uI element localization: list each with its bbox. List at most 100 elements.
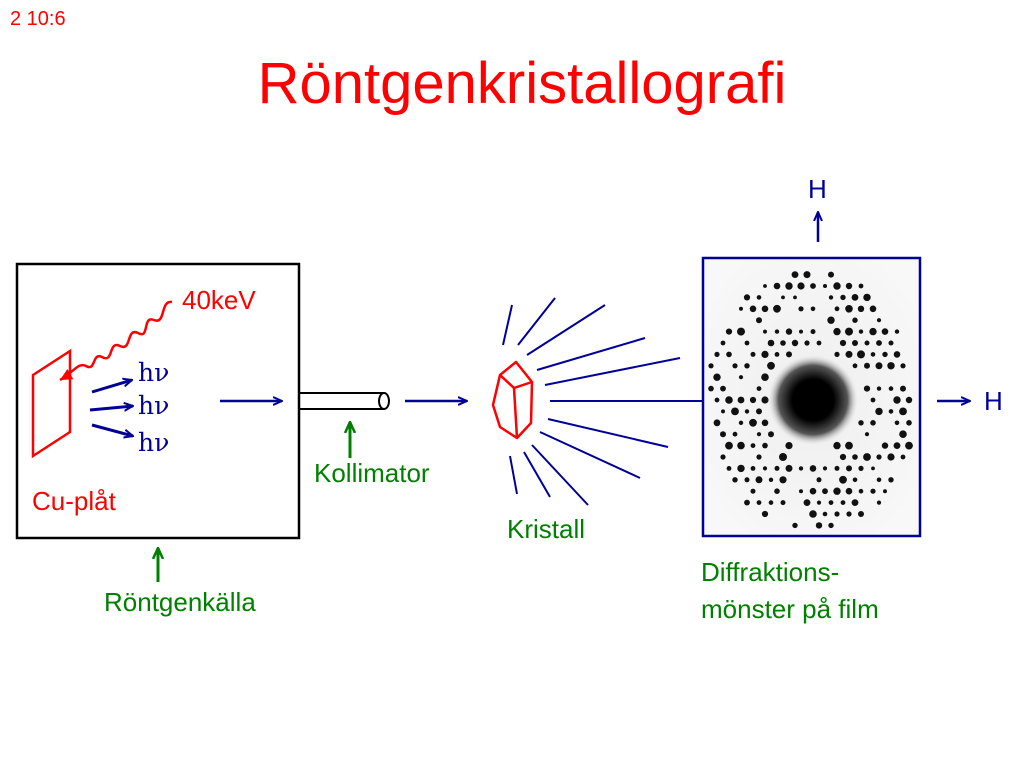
diffraction-spot [823,284,827,288]
photon-label: hν [138,428,170,457]
diffraction-spot [785,442,793,450]
diffraction-spot [851,499,859,506]
diffraction-spot [750,443,756,448]
diffraction-spot [750,466,756,471]
source-box [15,262,301,540]
diffraction-spot [888,477,894,483]
photon-arrow [91,423,133,436]
diffraction-spot [785,328,793,335]
diffraction-spot [840,500,846,505]
diffraction-spot [761,350,769,358]
diffraction-spot [763,329,767,334]
diffraction-spot [714,351,720,357]
diffraction-spot [905,396,913,404]
diffraction-spot [708,385,714,392]
diffraction-spot [750,488,756,494]
diffraction-spot [893,442,901,449]
diffraction-spot [899,430,907,439]
diffraction-spot [720,454,726,460]
diffraction-spot [749,418,757,427]
diffraction-spot [845,441,853,450]
diffraction-spot [858,511,864,517]
diffraction-spot [756,386,762,391]
diffraction-spot [828,500,834,505]
diffraction-spot [900,385,906,392]
diffraction-spot [852,454,858,460]
diffraction-spot [785,464,793,472]
diffraction-spot [749,305,757,313]
diffraction-spot [869,327,877,336]
diffraction-spot [786,351,792,358]
diffraction-spot [803,271,811,279]
diffraction-spot [845,487,853,495]
diffraction-spot [762,466,768,471]
film-caption-line1: Diffraktions- [701,557,840,587]
diffraction-spot [845,327,853,336]
diffraction-spot [852,317,858,323]
crystal-shape [491,360,534,440]
diffraction-spot [828,295,834,300]
diffraction-spot [839,339,847,347]
diffraction-spot [858,283,864,289]
diffraction-spot [774,329,780,334]
diffraction-spot [743,294,751,301]
diffraction-spot [888,386,894,391]
diffraction-spot [822,511,828,517]
diffraction-spot [876,318,882,323]
diffraction-spot [876,386,882,391]
diffraction-spot [810,306,816,312]
diffraction-spot [809,487,817,495]
diffraction-spot [851,294,859,301]
electron-wave [59,300,173,382]
diffraction-spot [858,329,864,334]
photon-arrow [91,380,132,394]
diffraction-spot [713,419,721,427]
diffraction-spot [761,305,769,313]
diffraction-spot [876,454,882,460]
diffraction-spot [726,466,732,471]
diffraction-spot [870,420,876,426]
diffraction-spot [834,351,840,357]
diffraction-spot [858,488,864,494]
diffraction-spot [798,306,804,312]
diffraction-spot [714,397,720,403]
diffraction-spot [720,385,726,392]
diffraction-spot [894,329,900,334]
diffraction-spot [737,396,745,404]
photon-label: hν [138,358,170,387]
diffraction-spot [792,522,798,529]
axis-label-right: H [984,386,1003,416]
diffraction-spot [828,522,834,529]
collimator-caption: Kollimator [314,458,430,488]
diffraction-spot [900,363,906,369]
collimator-tube [300,392,390,410]
diffraction-spot [810,283,816,289]
diffraction-spot [774,465,780,471]
diffraction-spot [738,420,744,425]
diffraction-spot [762,442,768,449]
diffraction-spot [833,282,841,290]
diffraction-spot [882,351,888,358]
diffraction-spot [809,465,817,472]
diffraction-spot [761,396,769,404]
diffraction-spot [887,453,895,461]
diffraction-spot [738,375,744,380]
diffraction-spot [822,466,828,471]
diffraction-spot [785,282,793,290]
diffraction-spot [834,306,840,312]
diffraction-spot [737,327,745,336]
diffraction-spot [761,510,769,518]
diffraction-spot [768,431,774,438]
diffraction-spot [767,361,775,370]
diffraction-spot [791,271,799,278]
diffraction-spot [876,477,882,483]
diffraction-spot [875,362,883,370]
diffraction-spot [816,477,822,483]
film-caption-line2: mönster på film [701,594,879,624]
diffraction-spot [840,294,846,301]
diffraction-spot [779,453,787,461]
diffraction-spot [798,466,804,471]
energy-label: 40keV [182,285,256,315]
diffraction-spot [780,340,786,346]
diffraction-spot [791,339,799,347]
